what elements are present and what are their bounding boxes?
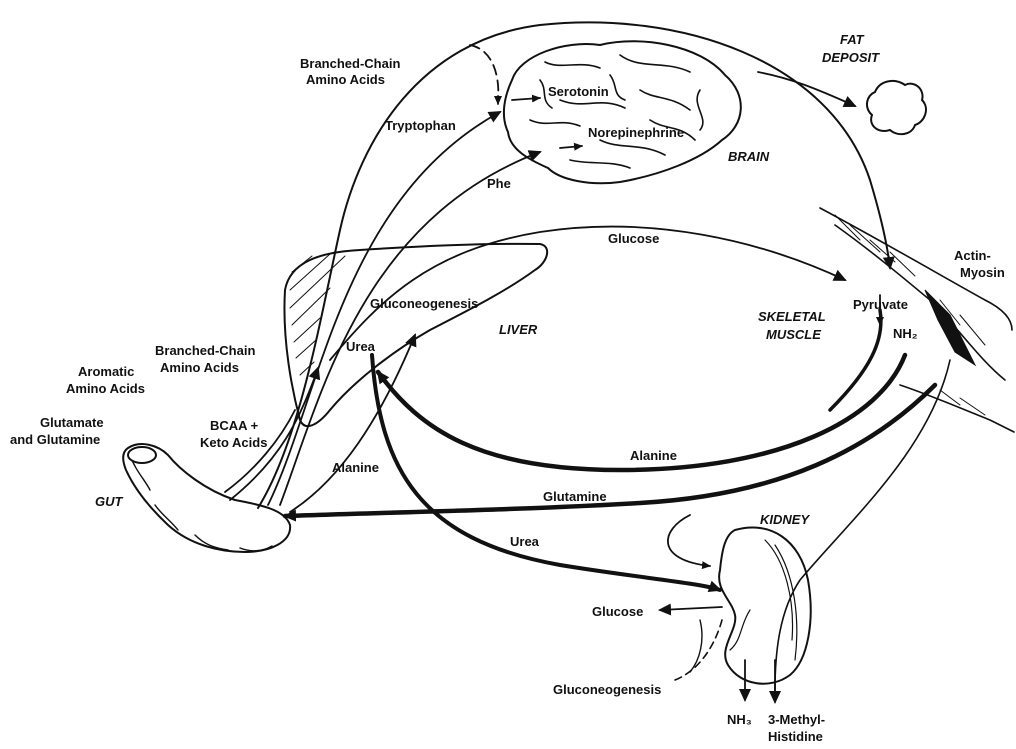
label-bcaa-gut-1: Branched-Chain bbox=[155, 343, 255, 358]
kidney-inner-line bbox=[690, 620, 702, 672]
label-nh3: NH₃ bbox=[727, 712, 752, 727]
label-bcaa-keto-2: Keto Acids bbox=[200, 435, 267, 450]
bcaa-dashed-branch bbox=[470, 45, 498, 102]
brain-shape bbox=[504, 41, 741, 183]
label-gluconeogenesis-liver: Gluconeogenesis bbox=[370, 296, 478, 311]
label-urea-bottom: Urea bbox=[510, 534, 540, 549]
label-gluconeogenesis-kidney: Gluconeogenesis bbox=[553, 682, 661, 697]
label-bcaa-top-1: Branched-Chain bbox=[300, 56, 400, 71]
label-glutamine-gut: and Glutamine bbox=[10, 432, 100, 447]
label-myosin: Myosin bbox=[960, 265, 1005, 280]
label-actin: Actin- bbox=[954, 248, 991, 263]
label-tryptophan: Tryptophan bbox=[385, 118, 456, 133]
pyruvate-down-line bbox=[830, 310, 881, 410]
label-phe: Phe bbox=[487, 176, 511, 191]
fat-label-line2: DEPOSIT bbox=[822, 50, 880, 65]
fat-deposit-shape bbox=[867, 81, 926, 134]
label-glucose-kidney: Glucose bbox=[592, 604, 643, 619]
gut-shape bbox=[123, 444, 290, 552]
kidney-label: KIDNEY bbox=[760, 512, 810, 527]
label-glucose-top: Glucose bbox=[608, 231, 659, 246]
label-urea-liver: Urea bbox=[346, 339, 376, 354]
muscle-label-line2: MUSCLE bbox=[766, 327, 821, 342]
kidney-gluconeogenesis-dashed bbox=[675, 620, 722, 680]
urea-to-kidney bbox=[372, 355, 720, 590]
kidney-glucose-arrow bbox=[660, 607, 722, 610]
muscle-label-line1: SKELETAL bbox=[758, 309, 826, 324]
label-alanine-bottom: Alanine bbox=[630, 448, 677, 463]
brain-label: BRAIN bbox=[728, 149, 770, 164]
label-nh2: NH₂ bbox=[893, 326, 918, 341]
label-methyl-2: Histidine bbox=[768, 729, 823, 744]
label-bcaa-top-2: Amino Acids bbox=[306, 72, 385, 87]
kidney-shape bbox=[719, 527, 811, 683]
label-bcaa-gut-2: Amino Acids bbox=[160, 360, 239, 375]
label-glutamine: Glutamine bbox=[543, 489, 607, 504]
glutamine-to-kidney bbox=[668, 515, 710, 566]
label-norepinephrine: Norepinephrine bbox=[588, 125, 684, 140]
fat-label-line1: FAT bbox=[840, 32, 865, 47]
label-aromatic-2: Amino Acids bbox=[66, 381, 145, 396]
gut-label: GUT bbox=[95, 494, 124, 509]
label-alanine-left: Alanine bbox=[332, 460, 379, 475]
label-glutamate: Glutamate bbox=[40, 415, 104, 430]
skeletal-muscle-shape bbox=[820, 208, 1014, 432]
label-methyl-1: 3-Methyl- bbox=[768, 712, 825, 727]
liver-label: LIVER bbox=[499, 322, 538, 337]
label-aromatic-1: Aromatic bbox=[78, 364, 134, 379]
label-serotonin: Serotonin bbox=[548, 84, 609, 99]
label-pyruvate: Pyruvate bbox=[853, 297, 908, 312]
label-bcaa-keto-1: BCAA + bbox=[210, 418, 259, 433]
